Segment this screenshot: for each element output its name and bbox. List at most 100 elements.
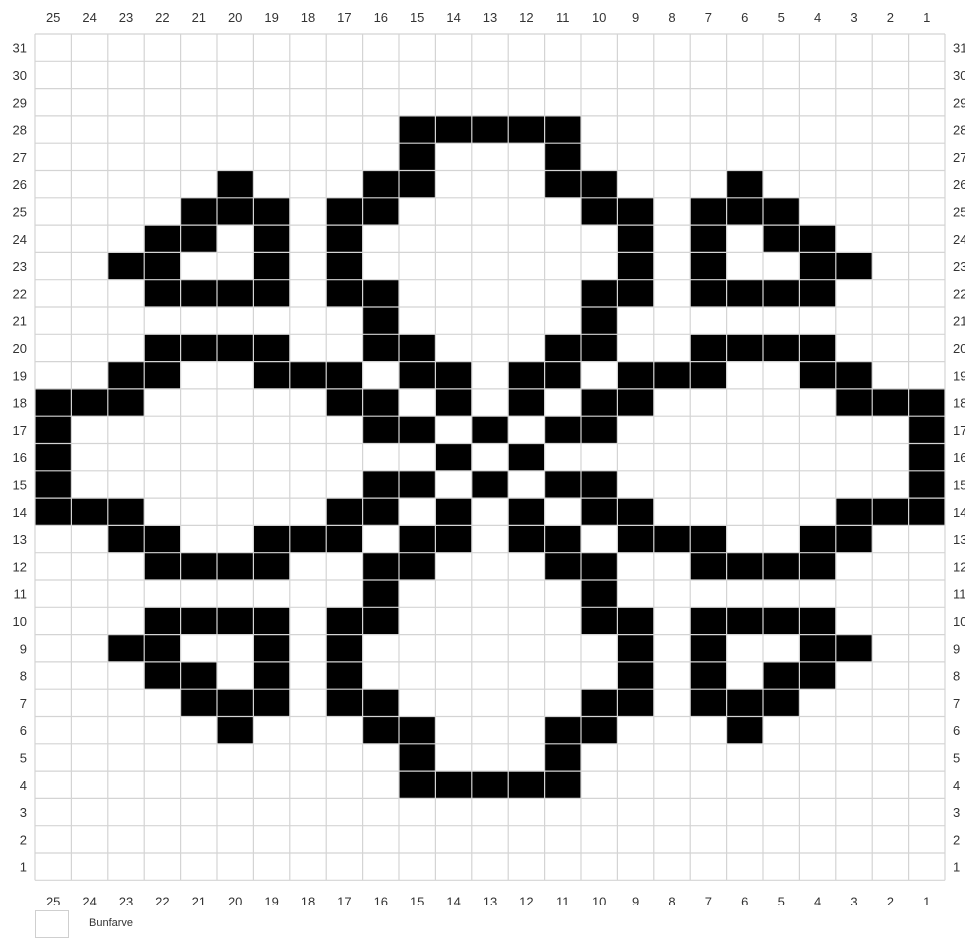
filled-cell: [545, 143, 581, 170]
column-number: 24: [82, 894, 96, 905]
filled-cell: [508, 444, 544, 471]
row-number: 25: [953, 204, 965, 219]
row-number: 4: [20, 778, 27, 793]
row-number: 10: [13, 614, 27, 629]
column-number: 17: [337, 10, 351, 25]
column-number: 5: [778, 894, 785, 905]
filled-cell: [727, 334, 763, 361]
filled-cell: [727, 198, 763, 225]
filled-cell: [326, 689, 362, 716]
filled-cell: [545, 334, 581, 361]
filled-cell: [727, 280, 763, 307]
row-number: 7: [20, 696, 27, 711]
filled-cell: [581, 580, 617, 607]
row-number: 11: [953, 587, 965, 602]
column-number: 10: [592, 894, 606, 905]
filled-cell: [872, 389, 908, 416]
filled-cell: [253, 689, 289, 716]
filled-cell: [654, 525, 690, 552]
filled-cell: [399, 771, 435, 798]
filled-cell: [617, 389, 653, 416]
filled-cell: [690, 553, 726, 580]
filled-cell: [144, 334, 180, 361]
filled-cell: [508, 116, 544, 143]
filled-cell: [435, 498, 471, 525]
filled-cell: [363, 416, 399, 443]
filled-cell: [763, 225, 799, 252]
filled-cell: [363, 498, 399, 525]
filled-cell: [690, 252, 726, 279]
filled-cell: [799, 280, 835, 307]
chart-cells: [35, 34, 945, 880]
filled-cell: [399, 717, 435, 744]
filled-cell: [326, 607, 362, 634]
filled-cell: [399, 143, 435, 170]
column-number: 14: [446, 894, 460, 905]
filled-cell: [217, 171, 253, 198]
filled-cell: [217, 280, 253, 307]
row-number: 21: [13, 314, 27, 329]
row-number: 18: [953, 396, 965, 411]
filled-cell: [799, 225, 835, 252]
filled-cell: [617, 635, 653, 662]
filled-cell: [508, 498, 544, 525]
column-number: 21: [192, 894, 206, 905]
column-number: 18: [301, 10, 315, 25]
filled-cell: [617, 662, 653, 689]
filled-cell: [545, 744, 581, 771]
filled-cell: [581, 416, 617, 443]
filled-cell: [253, 252, 289, 279]
filled-cell: [617, 198, 653, 225]
filled-cell: [108, 252, 144, 279]
row-number: 2: [953, 832, 960, 847]
filled-cell: [545, 771, 581, 798]
filled-cell: [472, 471, 508, 498]
column-number: 14: [446, 10, 460, 25]
filled-cell: [617, 689, 653, 716]
row-number: 28: [953, 123, 965, 138]
filled-cell: [581, 607, 617, 634]
column-number: 5: [778, 10, 785, 25]
filled-cell: [108, 525, 144, 552]
column-number: 3: [850, 894, 857, 905]
filled-cell: [144, 225, 180, 252]
row-number: 30: [13, 68, 27, 83]
row-number: 22: [953, 286, 965, 301]
column-number: 13: [483, 894, 497, 905]
filled-cell: [217, 334, 253, 361]
filled-cell: [181, 280, 217, 307]
row-numbers-right: 3130292827262524232221201918171615141312…: [953, 41, 965, 875]
filled-cell: [253, 553, 289, 580]
filled-cell: [690, 280, 726, 307]
filled-cell: [363, 280, 399, 307]
filled-cell: [617, 525, 653, 552]
column-number: 22: [155, 894, 169, 905]
column-number: 25: [46, 10, 60, 25]
filled-cell: [181, 607, 217, 634]
column-numbers-bottom: 2524232221201918171615141312111098765432…: [46, 894, 930, 905]
filled-cell: [363, 334, 399, 361]
row-number: 20: [13, 341, 27, 356]
filled-cell: [727, 689, 763, 716]
filled-cell: [617, 280, 653, 307]
filled-cell: [363, 607, 399, 634]
row-number: 30: [953, 68, 965, 83]
filled-cell: [35, 498, 71, 525]
row-number: 17: [953, 423, 965, 438]
column-number: 18: [301, 894, 315, 905]
column-number: 25: [46, 894, 60, 905]
filled-cell: [144, 662, 180, 689]
filled-cell: [363, 553, 399, 580]
filled-cell: [654, 362, 690, 389]
filled-cell: [253, 362, 289, 389]
filled-cell: [799, 662, 835, 689]
column-number: 12: [519, 10, 533, 25]
filled-cell: [290, 362, 326, 389]
filled-cell: [326, 362, 362, 389]
filled-cell: [35, 471, 71, 498]
filled-cell: [617, 252, 653, 279]
row-number: 20: [953, 341, 965, 356]
filled-cell: [71, 498, 107, 525]
filled-cell: [71, 389, 107, 416]
filled-cell: [545, 116, 581, 143]
